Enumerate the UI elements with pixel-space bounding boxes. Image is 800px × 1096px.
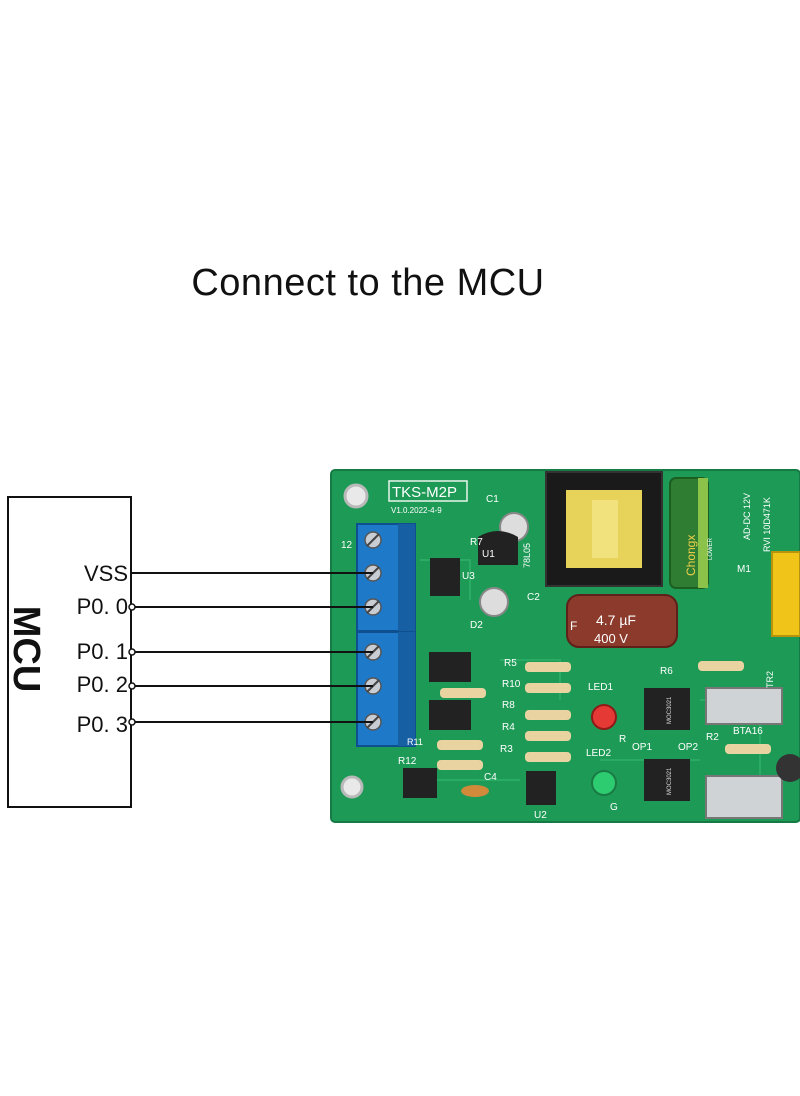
cap-voltage: 400 V: [594, 631, 628, 646]
terminal-block-bottom: [356, 631, 416, 747]
triac-heatsink: [705, 687, 783, 725]
cap-value: 4.7 µF: [596, 612, 636, 628]
silk-g: G: [610, 802, 618, 813]
transformer: [545, 471, 663, 587]
opto-op2: [644, 759, 690, 801]
led-red: [591, 704, 617, 730]
silk-r8: R8: [502, 700, 515, 711]
pin-dot: [128, 648, 136, 656]
film-capacitor: 4.7 µF 400 V F: [566, 594, 678, 648]
silk-u1: U1: [482, 549, 495, 560]
pin-label-p01: P0. 1: [76, 639, 128, 664]
silk-c4: C4: [484, 772, 497, 783]
optocoupler: [403, 768, 437, 798]
inductor: [776, 754, 800, 782]
silk-bta: BTA16: [733, 726, 763, 737]
pin-dot: [128, 682, 136, 690]
silk-r5: R5: [504, 658, 517, 669]
silk-d2: D2: [470, 620, 483, 631]
mounting-hole: [343, 483, 369, 509]
silk-r11: R11: [407, 737, 423, 747]
silk-reg: 78L05: [522, 543, 532, 568]
silk-r4: R4: [502, 722, 515, 733]
regulator: [478, 531, 518, 565]
chip-u3: [430, 558, 460, 596]
mcu-box: [7, 496, 132, 808]
led-green: [591, 770, 617, 796]
opto-op1: [644, 688, 690, 730]
silk-r12: R12: [398, 756, 417, 767]
triac-heatsink: [705, 775, 783, 819]
pin-label-p02: P0. 2: [76, 672, 128, 697]
silk-r7: R7: [470, 537, 483, 548]
mounting-hole: [340, 775, 364, 799]
ecap-sub: LOWER: [708, 537, 714, 560]
chip-u2: [526, 771, 556, 805]
silk-c1: C1: [486, 494, 499, 505]
board-version: V1.0.2022-4-9: [391, 506, 442, 515]
silk-led2: LED2: [586, 748, 611, 759]
ecap-brand: Chongx: [684, 535, 698, 576]
silk-op1: OP1: [632, 742, 652, 753]
silk-r3: R3: [500, 744, 513, 755]
silk-c2: C2: [527, 592, 540, 603]
silk-r10: R10: [502, 679, 521, 690]
terminal-block-top: [356, 523, 416, 632]
pin-label-p03: P0. 3: [76, 712, 128, 737]
resistor-array: [437, 661, 771, 770]
board-model: TKS-M2P: [392, 484, 457, 501]
optocoupler: [429, 700, 471, 730]
electrolytic-capacitor: Chongx LOWER: [669, 477, 714, 589]
silk-tr2: TR2: [765, 671, 775, 688]
silk-r: R: [619, 734, 626, 745]
cap-f: F: [570, 619, 577, 633]
opto2-label: MOC3021: [667, 767, 673, 795]
connection-wires: [132, 572, 373, 723]
cap-c2: [479, 587, 509, 617]
pin-label-p00: P0. 0: [76, 594, 128, 619]
pin-dot: [128, 718, 136, 726]
relay-yellow: [771, 551, 800, 637]
opto1-label: MOC3021: [667, 696, 673, 724]
cap-c4: [461, 785, 489, 797]
silk-led1: LED1: [588, 682, 613, 693]
diagram-title: Connect to the MCU: [191, 262, 545, 304]
silk-m1: M1: [737, 564, 751, 575]
silk-rv: RVI 10D471K: [762, 497, 772, 552]
pin-label-vss: VSS: [83, 561, 128, 586]
silk-r2: R2: [706, 732, 719, 743]
silk-j12: 12: [341, 540, 353, 551]
pin-dot: [128, 603, 136, 611]
silk-op2: OP2: [678, 742, 698, 753]
silk-u3: U3: [462, 571, 475, 582]
optocoupler: [429, 652, 471, 682]
silk-r6: R6: [660, 666, 673, 677]
silk-psu: AD-DC 12V: [742, 493, 752, 540]
silk-u2: U2: [534, 810, 547, 821]
